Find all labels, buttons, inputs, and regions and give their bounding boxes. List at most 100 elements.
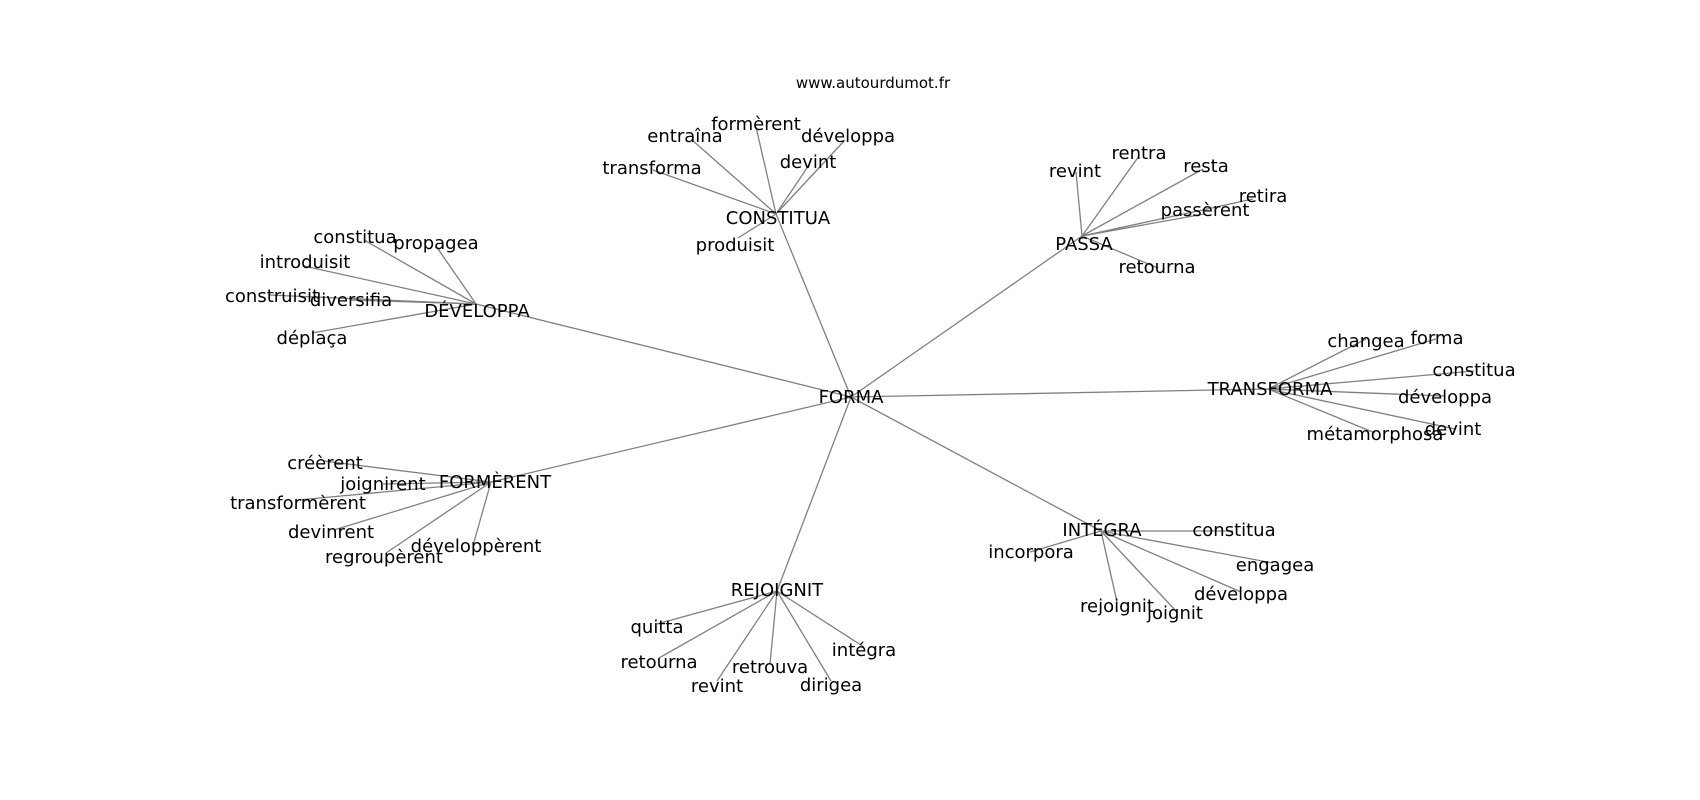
edge-constitua-entraina [691, 139, 777, 215]
edge-formerent-transformerent [297, 481, 492, 501]
leaf-node-rejoignit-retrouva: retrouva [732, 657, 808, 678]
edge-transforma-devint [1267, 388, 1456, 430]
edge-passa-revint [1075, 171, 1083, 237]
edge-constitua-developpa [775, 139, 846, 215]
leaf-node-constitua-transforma: transforma [602, 158, 701, 179]
edge-passa-resta [1081, 168, 1204, 237]
hub-node-passa: PASSA [1055, 234, 1113, 255]
edge-integra-developpa [1100, 530, 1242, 593]
leaf-node-transforma-constitua: constitua [1432, 360, 1515, 381]
leaf-node-rejoignit-revint: revint [691, 676, 743, 697]
leaf-node-constitua-entraina: entraîna [647, 126, 722, 147]
leaf-node-integra-developpa: développa [1194, 584, 1288, 605]
edge-developpa-propagea [435, 245, 477, 305]
leaf-node-developpa-deplaca: déplaça [277, 328, 348, 349]
edge-integra-joignit [1100, 530, 1177, 612]
graph-edges [268, 126, 1475, 682]
edge-formerent-developperent [473, 481, 492, 543]
leaf-node-integra-incorpora: incorpora [988, 542, 1074, 563]
leaf-node-transforma-devint: devint [1425, 419, 1482, 440]
edge-formerent-creerent [323, 460, 492, 483]
edge-rejoignit-dirigea [776, 590, 832, 682]
edge-constitua-transforma [652, 169, 777, 215]
edge-rejoignit-revint [716, 590, 778, 682]
hub-node-transforma: TRANSFORMA [1207, 379, 1334, 400]
leaf-node-formerent-devinrent: devinrent [288, 522, 374, 543]
leaf-node-integra-rejoignit: rejoignit [1080, 596, 1154, 617]
edge-integra-incorpora [1029, 530, 1102, 553]
edge-rejoignit-retourna [658, 590, 778, 659]
edge-forma-integra [850, 396, 1102, 532]
leaf-node-passa-resta: resta [1183, 156, 1229, 177]
leaf-node-transforma-developpa: développa [1398, 387, 1492, 408]
leaf-node-constitua-produisit: produisit [696, 235, 775, 256]
edge-constitua-formerent [755, 126, 777, 215]
edge-formerent-devinrent [333, 481, 492, 531]
leaf-node-formerent-developperent: développèrent [411, 536, 542, 557]
edge-developpa-diversifia [349, 299, 477, 305]
leaf-node-developpa-propagea: propagea [393, 233, 478, 254]
hub-node-rejoignit: REJOIGNIT [731, 580, 824, 601]
edge-forma-developpa [475, 303, 852, 398]
node-forma-center: FORMA [819, 387, 885, 408]
edge-transforma-developpa [1267, 388, 1445, 397]
leaf-node-transforma-changea: changea [1327, 331, 1404, 352]
edge-passa-rentra [1081, 155, 1140, 237]
leaf-node-rejoignit-retourna: retourna [620, 652, 697, 673]
leaf-node-integra-joignit: joignit [1146, 603, 1203, 624]
hub-node-developpa: DÉVELOPPA [424, 300, 530, 322]
edge-formerent-joignirent [382, 481, 492, 485]
leaf-node-passa-rentra: rentra [1112, 143, 1167, 164]
leaf-node-constitua-formerent: formèrent [711, 114, 801, 135]
leaf-node-developpa-diversifia: diversifia [310, 290, 392, 311]
edge-transforma-constitua [1267, 370, 1475, 390]
edge-rejoignit-retrouva [769, 590, 778, 665]
leaf-node-constitua-devint: devint [780, 152, 837, 173]
leaf-node-constitua-developpa: développa [801, 126, 895, 147]
edge-developpa-constitua [363, 239, 477, 305]
edge-transforma-changea [1267, 338, 1367, 390]
edge-rejoignit-quitta [656, 590, 778, 625]
leaf-node-passa-retourna: retourna [1118, 257, 1195, 278]
leaf-node-formerent-joignirent: joignirent [339, 474, 425, 495]
edge-passa-retourna [1081, 235, 1159, 269]
leaf-node-passa-retira: retira [1239, 186, 1288, 207]
edge-forma-constitua [775, 213, 852, 398]
hub-node-formerent: FORMÈRENT [439, 471, 552, 493]
edge-formerent-regrouperent [385, 481, 492, 554]
edge-constitua-produisit [737, 213, 777, 239]
edge-forma-formerent [490, 396, 852, 483]
edge-forma-passa [850, 235, 1083, 398]
hub-node-integra: INTÉGRA [1062, 519, 1142, 541]
leaf-node-transforma-forma: forma [1411, 328, 1464, 349]
leaf-node-rejoignit-integra: intégra [832, 640, 896, 661]
edge-integra-rejoignit [1100, 530, 1118, 603]
edge-transforma-forma [1267, 338, 1437, 390]
edge-rejoignit-integra [776, 590, 865, 648]
leaf-node-formerent-transformerent: transformèrent [230, 493, 366, 514]
leaf-node-developpa-construisit: construisit [225, 286, 319, 307]
leaf-node-developpa-constitua: constitua [313, 227, 396, 248]
site-watermark: www.autourdumot.fr [796, 74, 951, 92]
edge-passa-retira [1081, 198, 1254, 237]
leaf-node-developpa-introduisit: introduisit [260, 252, 351, 273]
edge-passa-passerent [1081, 213, 1205, 237]
edge-developpa-deplaca [311, 303, 477, 334]
edge-forma-rejoignit [776, 396, 852, 592]
leaf-node-passa-passerent: passèrent [1161, 200, 1250, 221]
leaf-node-rejoignit-quitta: quitta [631, 617, 684, 638]
hub-node-constitua: CONSTITUA [726, 208, 831, 229]
leaf-node-passa-revint: revint [1049, 161, 1101, 182]
leaf-node-integra-constitua: constitua [1192, 520, 1275, 541]
leaf-node-formerent-regrouperent: regroupèrent [325, 547, 443, 568]
edge-integra-engagea [1100, 530, 1274, 564]
leaf-node-rejoignit-dirigea: dirigea [800, 675, 862, 696]
edge-developpa-introduisit [303, 265, 477, 305]
edge-transforma-metamorphosa [1267, 388, 1376, 434]
leaf-node-integra-engagea: engagea [1236, 555, 1314, 576]
leaf-node-transforma-metamorphosa: métamorphosa [1307, 424, 1444, 445]
edge-forma-transforma [850, 388, 1269, 398]
leaf-node-formerent-creerent: créèrent [287, 453, 363, 474]
